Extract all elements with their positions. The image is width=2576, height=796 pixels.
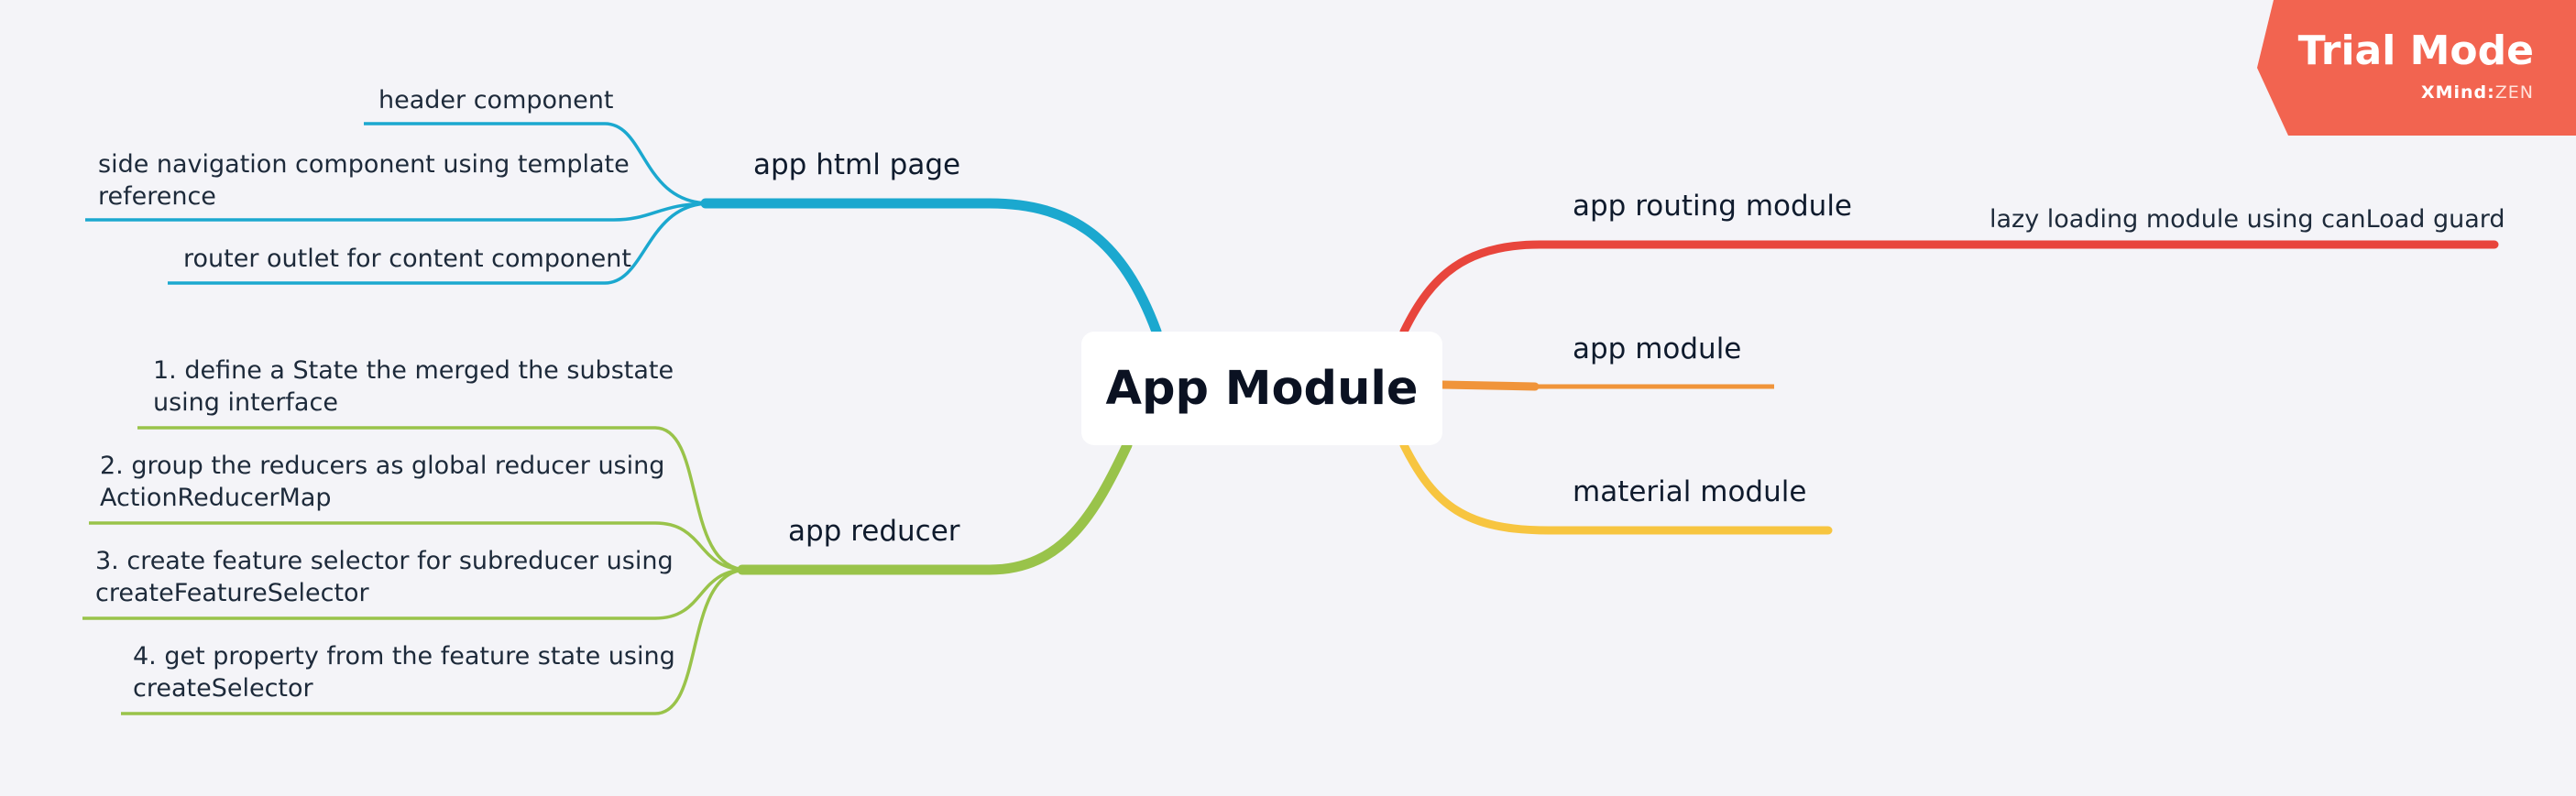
root-topic-label: App Module [1105, 361, 1419, 416]
subtopic-reducer-2-line1[interactable]: 2. group the reducers as global reducer … [100, 452, 665, 480]
subtopic-lazy-loading[interactable]: lazy loading module using canLoad guard [1990, 205, 2505, 234]
connector-html-header [364, 122, 711, 205]
connector-reducer-2 [89, 521, 748, 572]
connector-reducer-4 [121, 568, 748, 715]
root-topic[interactable]: App Module [1081, 332, 1442, 445]
subtopic-reducer-3-line1[interactable]: 3. create feature selector for subreduce… [95, 547, 674, 575]
subtopic-reducer-3-line2[interactable]: createFeatureSelector [95, 579, 369, 607]
trial-mode-badge[interactable]: Trial Mode XMind:ZEN [2257, 0, 2576, 136]
connector-root-routing [1399, 240, 2499, 336]
topic-app-html-page[interactable]: app html page [753, 148, 961, 181]
trial-mode-title: Trial Mode [2297, 27, 2534, 74]
subtopic-router-outlet[interactable]: router outlet for content component [183, 245, 631, 273]
xmind-separator: : [2487, 82, 2495, 103]
subtopic-side-navigation-line2[interactable]: reference [98, 182, 216, 211]
trial-mode-badge-shape [2257, 0, 2576, 136]
topic-app-module[interactable]: app module [1573, 333, 1742, 365]
xmind-logo: XMind:ZEN [2421, 82, 2534, 103]
subtopic-reducer-1-line2[interactable]: using interface [153, 388, 338, 417]
connector-html-router [168, 202, 711, 285]
connector-reducer-1 [137, 426, 748, 572]
subtopic-reducer-2-line2[interactable]: ActionReducerMap [100, 484, 332, 512]
topic-app-routing-module[interactable]: app routing module [1573, 190, 1853, 223]
topic-material-module[interactable]: material module [1573, 475, 1807, 508]
subtopic-reducer-4-line1[interactable]: 4. get property from the feature state u… [133, 642, 675, 671]
subtopic-reducer-1-line1[interactable]: 1. define a State the merged the substat… [153, 356, 674, 385]
connector-root-material [1399, 441, 1833, 535]
subtopic-side-navigation-line1[interactable]: side navigation component using template [98, 150, 630, 179]
connector-root-html-page [700, 198, 1162, 337]
connector-root-app-module-thick [1438, 380, 1540, 391]
topic-app-reducer[interactable]: app reducer [788, 515, 960, 548]
subtopic-reducer-4-line2[interactable]: createSelector [133, 674, 313, 703]
subtopic-header-component[interactable]: header component [378, 86, 614, 114]
xmind-brand: XMind [2420, 82, 2488, 103]
xmind-edition: ZEN [2494, 82, 2534, 103]
connector-root-reducer [737, 440, 1133, 575]
